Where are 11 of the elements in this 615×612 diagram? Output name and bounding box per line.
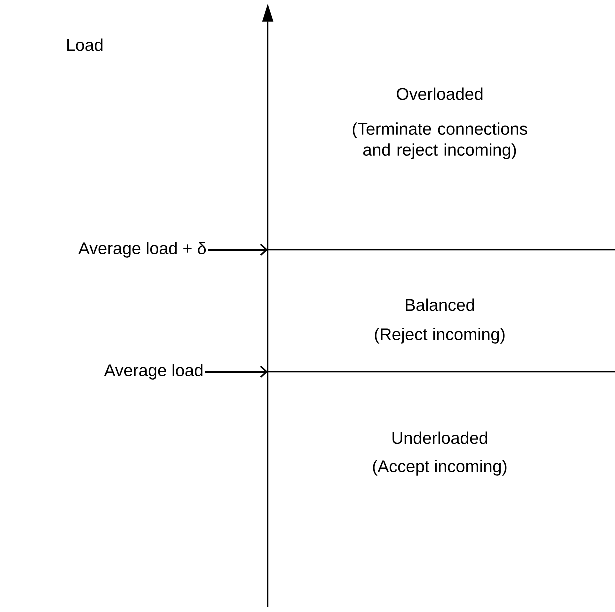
region-note: (Reject incoming) xyxy=(375,328,505,344)
region-note: (Accept incoming) xyxy=(373,460,507,476)
threshold-label: Average load + δ xyxy=(78,242,206,258)
region-heading: Overloaded xyxy=(397,88,483,100)
axis-label: Load xyxy=(68,38,103,52)
arrow xyxy=(205,366,268,378)
region-heading: Balanced xyxy=(406,298,474,312)
region-note: (Terminate connections and reject incoming) xyxy=(353,122,528,160)
arrow xyxy=(208,244,268,256)
threshold-label: Average load xyxy=(104,364,203,380)
region-heading: Underloaded xyxy=(392,432,488,444)
